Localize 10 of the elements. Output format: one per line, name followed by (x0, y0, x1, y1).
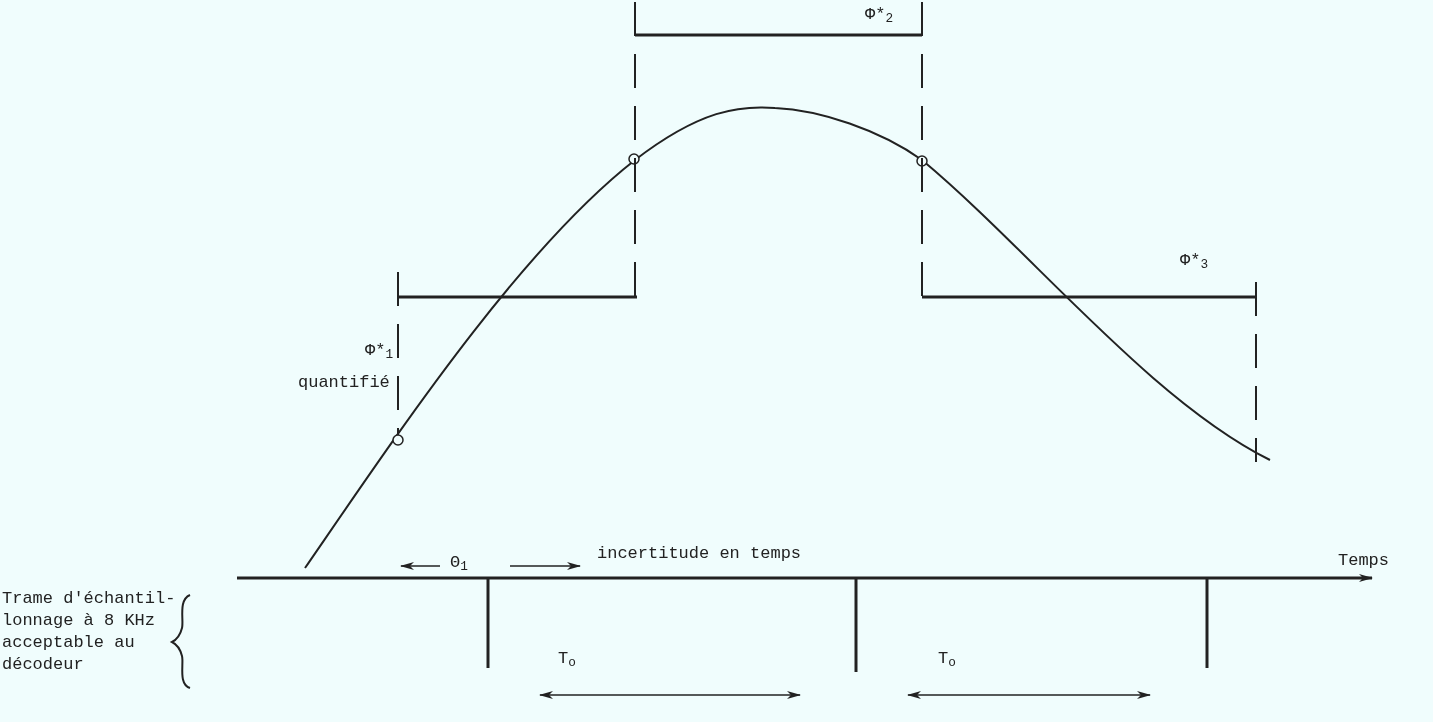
axis-label: Φ*$_{2}$ (865, 4, 894, 26)
axis-label: T$_{o}$ (938, 648, 956, 670)
axis-label: T$_{o}$ (558, 648, 576, 670)
axis-label: Temps (1338, 550, 1389, 572)
axis-label: incertitude en temps (597, 543, 802, 565)
axis-label: quantifié (298, 372, 390, 394)
note-text: Trame d'échantil- lonnage à 8 KHz acceptable au décodeur (2, 588, 177, 676)
axis-label: Φ*$_{1}$ (365, 340, 394, 362)
axis-label: Θ$_{1}$ (450, 552, 468, 574)
axis-label: Φ*$_{3}$ (1180, 250, 1209, 272)
